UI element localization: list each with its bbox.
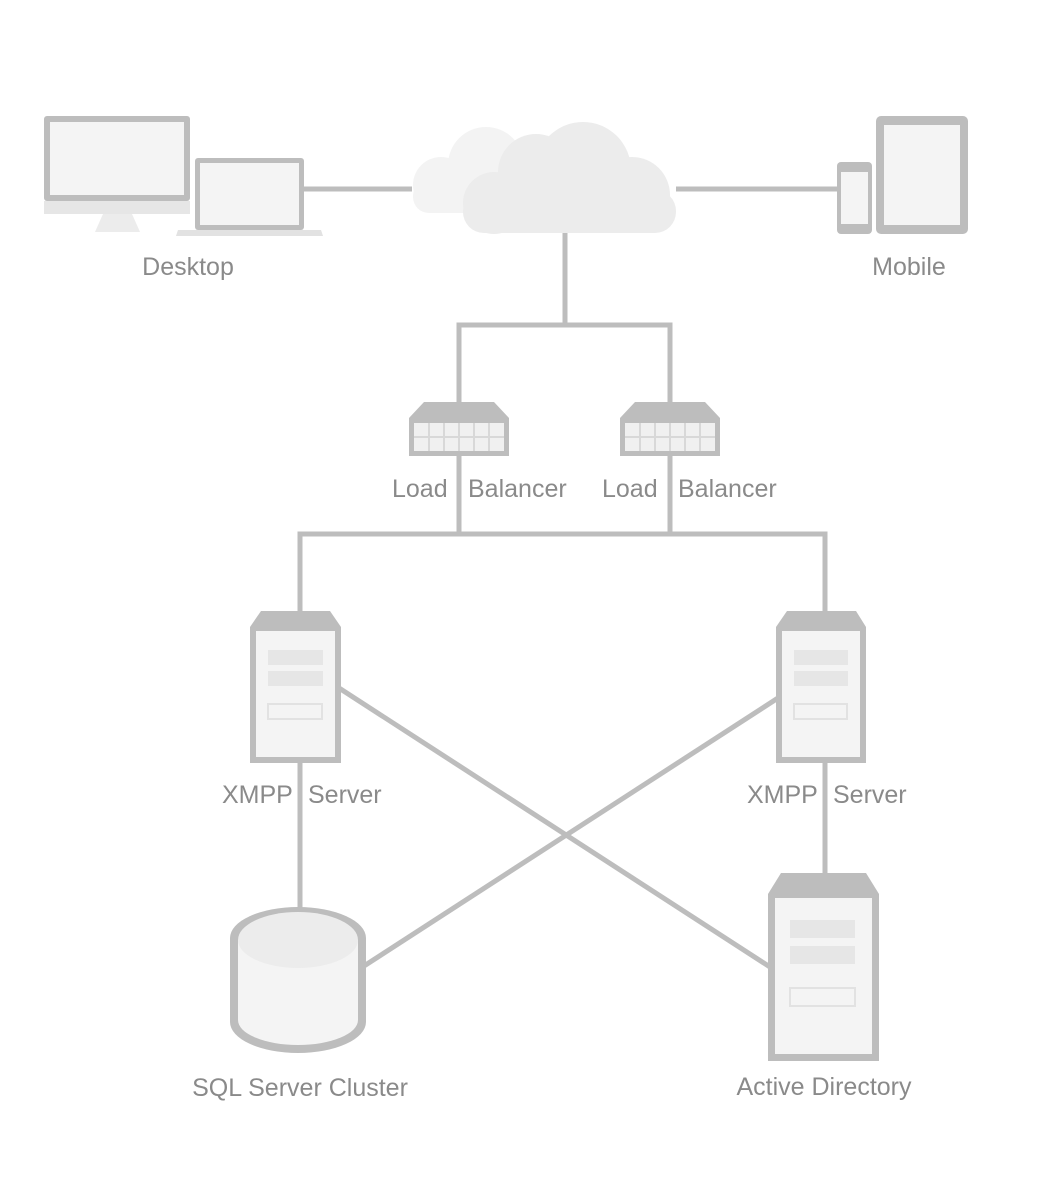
sql-cluster-label: SQL Server Cluster (192, 1074, 408, 1102)
load-balancer-1-label-balancer: Balancer (468, 475, 567, 503)
xmpp-server-1-label-xmpp: XMPP (222, 781, 293, 809)
load-balancer-2-label-balancer: Balancer (678, 475, 777, 503)
desktop-label: Desktop (142, 253, 234, 281)
connectors (297, 186, 838, 970)
edge-lb-bus-top (456, 322, 673, 403)
server-tower-icon (250, 611, 341, 763)
cloud-icon (413, 122, 676, 234)
xmpp-server-2-label-xmpp: XMPP (747, 781, 818, 809)
mobile-node: Mobile (837, 116, 968, 281)
database-cylinder-icon (230, 907, 366, 1053)
edge-xmpp2-sql (362, 695, 780, 969)
mobile-label: Mobile (872, 253, 946, 281)
edge-xmpp1-ad (337, 685, 772, 970)
active-directory-node: Active Directory (736, 873, 912, 1101)
xmpp-server-1-label-server: Server (308, 781, 382, 809)
phone-tablet-icon (837, 116, 968, 234)
active-directory-label: Active Directory (736, 1073, 912, 1101)
xmpp-server-2-label-server: Server (833, 781, 907, 809)
desktop-node: Desktop (44, 116, 323, 281)
server-tower-icon (768, 873, 879, 1061)
load-balancer-2-label-load: Load (602, 475, 658, 503)
load-balancer-node-1: Load Balancer (392, 402, 567, 503)
edge-server-bus (297, 531, 828, 612)
xmpp-server-node-2: XMPP Server (747, 611, 907, 809)
switch-icon (409, 402, 509, 456)
load-balancer-node-2: Load Balancer (602, 402, 777, 503)
xmpp-server-node-1: XMPP Server (222, 611, 382, 809)
switch-icon (620, 402, 720, 456)
sql-cluster-node: SQL Server Cluster (192, 907, 408, 1102)
load-balancer-1-label-load: Load (392, 475, 448, 503)
desktop-laptop-icon (44, 116, 323, 236)
server-tower-icon (776, 611, 866, 763)
